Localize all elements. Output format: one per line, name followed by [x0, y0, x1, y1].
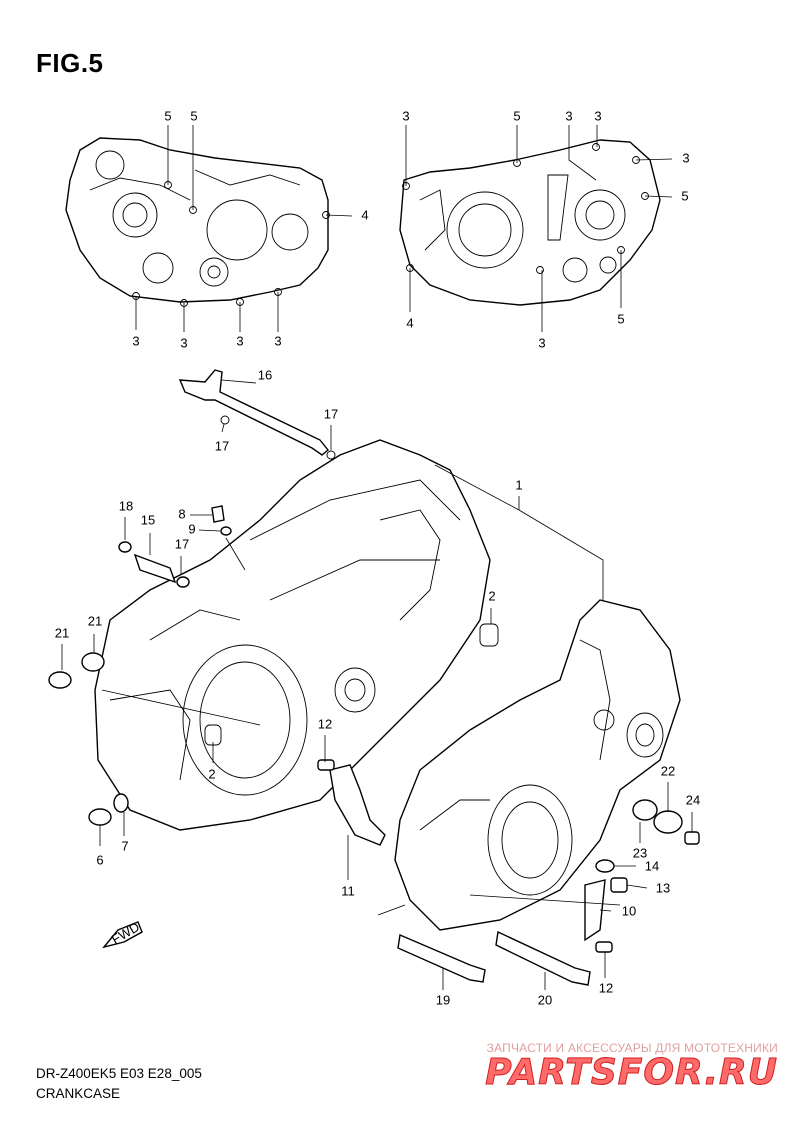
callout-24: 24	[686, 792, 700, 807]
nut-21-left	[48, 671, 72, 689]
leader-lines	[61, 125, 693, 990]
washer-7	[113, 793, 129, 813]
bolt-12-lower	[595, 941, 613, 953]
callout-3: 3	[402, 108, 409, 123]
washer-21-right	[81, 652, 105, 672]
bolt-12-upper	[317, 759, 335, 771]
watermark-logo: PARTSFOR.RU	[485, 1052, 778, 1094]
washer-14	[595, 859, 615, 873]
ring-17	[176, 576, 190, 588]
right-crankcase-main	[394, 599, 681, 931]
callout-2: 2	[208, 766, 215, 781]
figure-name: CRANKCASE	[36, 1086, 121, 1101]
callout-3: 3	[180, 335, 187, 350]
callout-3: 3	[236, 333, 243, 348]
crankcase-right-half-top-view	[399, 139, 661, 306]
callout-3: 3	[594, 108, 601, 123]
callout-3: 3	[565, 108, 572, 123]
model-code: DR-Z400EK5 E03 E28_005	[36, 1066, 202, 1081]
callout-5: 5	[164, 108, 171, 123]
bolt-20	[495, 930, 591, 986]
callout-21: 21	[88, 613, 102, 628]
callout-10: 10	[622, 903, 636, 918]
callout-9: 9	[188, 521, 195, 536]
callout-3: 3	[132, 333, 139, 348]
callout-4: 4	[406, 315, 413, 330]
callout-14: 14	[645, 858, 659, 873]
callout-5: 5	[617, 311, 624, 326]
bolt-19	[397, 934, 486, 983]
callout-11: 11	[341, 883, 355, 898]
callout-17: 17	[175, 536, 189, 551]
figure-title: FIG.5	[36, 48, 104, 78]
callout-16: 16	[258, 367, 272, 382]
oring-23	[632, 799, 658, 821]
oil-pipe-16	[178, 369, 336, 460]
callout-13: 13	[656, 880, 670, 895]
callout-22: 22	[661, 763, 675, 778]
left-crankcase-main	[94, 439, 499, 831]
callout-20: 20	[538, 992, 552, 1007]
callout-21: 21	[55, 625, 69, 640]
cap-22	[653, 810, 683, 834]
callout-8: 8	[178, 506, 185, 521]
callout-19: 19	[436, 992, 450, 1007]
washer-9	[220, 526, 232, 536]
crankcase-left-half-top-view	[65, 137, 330, 307]
fwd-arrow: FWD	[102, 919, 143, 949]
callout-15: 15	[141, 512, 155, 527]
bolt-13	[610, 877, 628, 893]
callout-12: 12	[318, 716, 332, 731]
plug-8	[211, 505, 225, 523]
callout-4: 4	[361, 207, 368, 222]
callout-17: 17	[324, 406, 338, 421]
small-parts	[48, 505, 700, 986]
callout-3: 3	[274, 333, 281, 348]
callout-5: 5	[681, 188, 688, 203]
callout-6: 6	[96, 852, 103, 867]
callout-23: 23	[633, 845, 647, 860]
pin-15	[133, 553, 177, 584]
plate-11	[329, 764, 386, 846]
callout-18: 18	[119, 498, 133, 513]
callout-5: 5	[190, 108, 197, 123]
callout-3: 3	[682, 150, 689, 165]
plate-10	[584, 879, 606, 942]
watermark-tagline: ЗАПЧАСТИ И АКСЕССУАРЫ ДЛЯ МОТОТЕХНИКИ	[486, 1041, 778, 1055]
callout-2: 2	[488, 588, 495, 603]
bolt-6	[88, 808, 112, 826]
callout-17: 17	[215, 438, 229, 453]
callout-1: 1	[515, 477, 522, 492]
callout-12: 12	[599, 980, 613, 995]
callout-labels: 5 5 4 3 3 3 3 3 5 3 3 3 5 4 3 5 16 17 17…	[55, 108, 700, 1007]
callout-7: 7	[121, 838, 128, 853]
callout-3: 3	[538, 335, 545, 350]
callout-5: 5	[513, 108, 520, 123]
ring-18	[118, 541, 132, 553]
bolt-24	[684, 831, 700, 845]
